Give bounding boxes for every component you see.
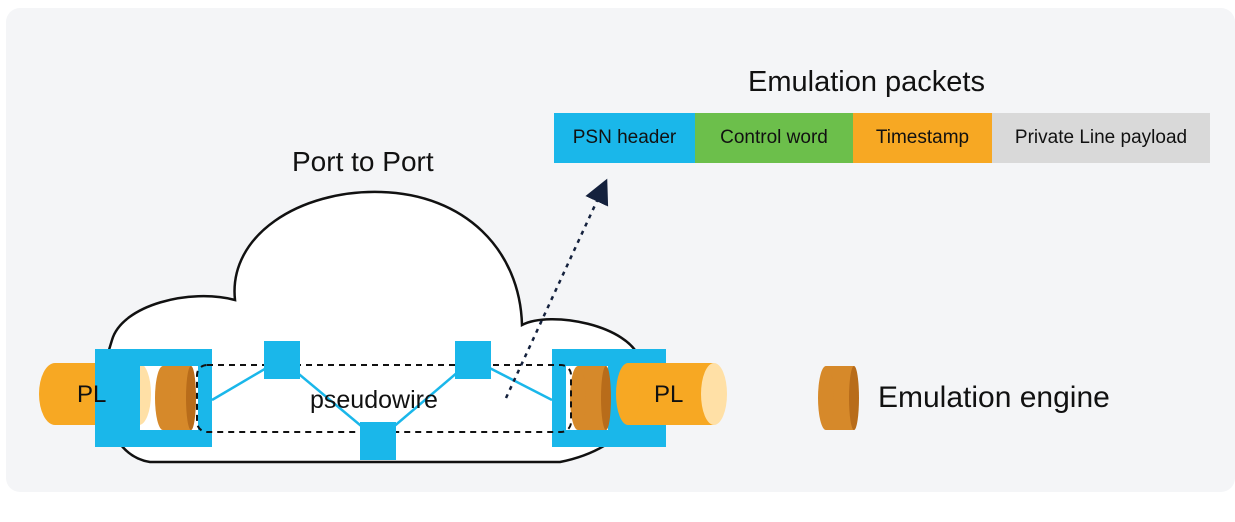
port-to-port-title: Port to Port xyxy=(292,146,434,177)
emulation-packets-title: Emulation packets xyxy=(748,66,985,98)
pl-pipe-right xyxy=(616,363,727,425)
packet-field-payload: Private Line payload xyxy=(992,113,1210,163)
router-2 xyxy=(360,422,396,460)
pl-label-right: PL xyxy=(654,381,684,408)
packet-field-timestamp: Timestamp xyxy=(853,113,992,163)
node-left xyxy=(95,349,212,447)
legend-engine-icon xyxy=(818,366,859,430)
emulation-engine-legend-label: Emulation engine xyxy=(878,381,1110,414)
router-1 xyxy=(264,341,300,379)
packet-field-control-word: Control word xyxy=(695,113,853,163)
engine-right xyxy=(570,366,611,430)
packet-field-psn-header: PSN header xyxy=(554,113,695,163)
packet-arrow xyxy=(504,178,609,399)
engine-left xyxy=(155,366,196,430)
router-3 xyxy=(455,341,491,379)
pseudowire-label: pseudowire xyxy=(310,386,438,414)
pl-label-left: PL xyxy=(77,381,107,408)
